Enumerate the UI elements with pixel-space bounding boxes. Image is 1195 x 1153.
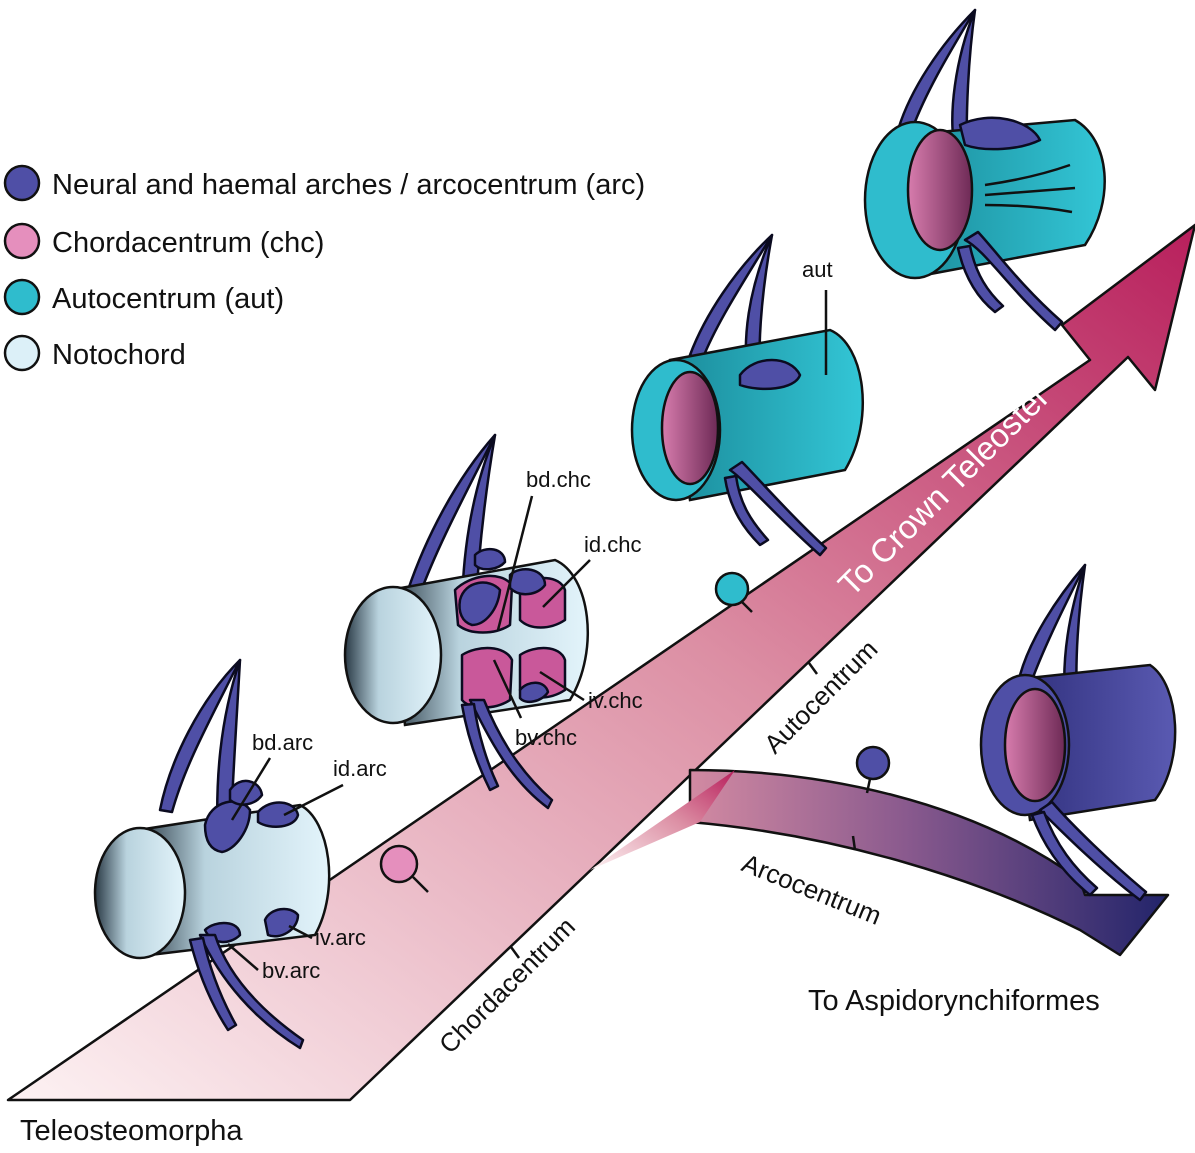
chordacentrum-3-face bbox=[660, 370, 720, 486]
transition-label-arcocentrum: Arcocentrum bbox=[738, 848, 886, 931]
label-bd-chc: bd.chc bbox=[526, 467, 591, 492]
notochord-2-face bbox=[343, 585, 443, 725]
legend-item-notochord: Notochord bbox=[3, 334, 186, 372]
label-id-arc: id.arc bbox=[333, 756, 387, 781]
legend-label: Chordacentrum (chc) bbox=[52, 227, 324, 259]
legend-swatch-chc bbox=[3, 222, 41, 260]
autocentrum-3-body bbox=[668, 328, 864, 502]
chordacentrum-4-face bbox=[906, 128, 974, 252]
chordacentrum-5-face bbox=[1003, 687, 1067, 803]
legend-item-arc: Neural and haemal arches / arcocentrum (… bbox=[3, 164, 645, 202]
vertebra-stage-4 bbox=[863, 8, 1106, 332]
legend-swatch-notochord bbox=[3, 334, 41, 372]
autocentrum-node-icon bbox=[714, 571, 750, 607]
main-evolution-arrow bbox=[6, 223, 1195, 1102]
part-labels-stage-1: bd.arc id.arc iv.arc bv.arc bbox=[227, 730, 387, 983]
legend-label: Neural and haemal arches / arcocentrum (… bbox=[52, 169, 645, 201]
part-labels-stage-3: aut bbox=[802, 257, 833, 375]
label-id-chc: id.chc bbox=[584, 532, 641, 557]
node-label-root: Teleosteomorpha bbox=[20, 1115, 243, 1147]
legend-label: Notochord bbox=[52, 339, 186, 371]
chordacentrum-node-icon bbox=[379, 844, 419, 884]
part-labels-stage-2: bd.chc id.chc iv.chc bv.chc bbox=[492, 467, 643, 750]
legend: Neural and haemal arches / arcocentrum (… bbox=[3, 164, 645, 372]
vertebra-stage-2 bbox=[343, 433, 589, 810]
label-iv-chc: iv.chc bbox=[588, 688, 643, 713]
legend-swatch-aut bbox=[3, 278, 41, 316]
node-label-aspidorynchiformes: To Aspidorynchiformes bbox=[808, 985, 1100, 1017]
legend-item-chc: Chordacentrum (chc) bbox=[3, 222, 324, 260]
arcocentrum-node-icon bbox=[855, 745, 891, 781]
label-iv-arc: iv.arc bbox=[315, 925, 366, 950]
legend-swatch-arc bbox=[3, 164, 41, 202]
label-bv-arc: bv.arc bbox=[262, 958, 320, 983]
label-bd-arc: bd.arc bbox=[252, 730, 313, 755]
vertebra-stage-5 bbox=[979, 563, 1177, 902]
legend-label: Autocentrum (aut) bbox=[52, 283, 284, 315]
notochord-1-face bbox=[93, 826, 187, 960]
node-label-crown-teleostei: To Crown Teleostei bbox=[831, 380, 1054, 603]
label-bv-chc: bv.chc bbox=[515, 725, 577, 750]
vertebra-stage-1 bbox=[93, 658, 331, 1050]
vertebra-stage-3 bbox=[630, 233, 864, 557]
main-arrow-overlap bbox=[590, 770, 735, 870]
branch-arrow bbox=[688, 768, 1170, 957]
label-aut: aut bbox=[802, 257, 833, 282]
legend-item-aut: Autocentrum (aut) bbox=[3, 278, 284, 316]
